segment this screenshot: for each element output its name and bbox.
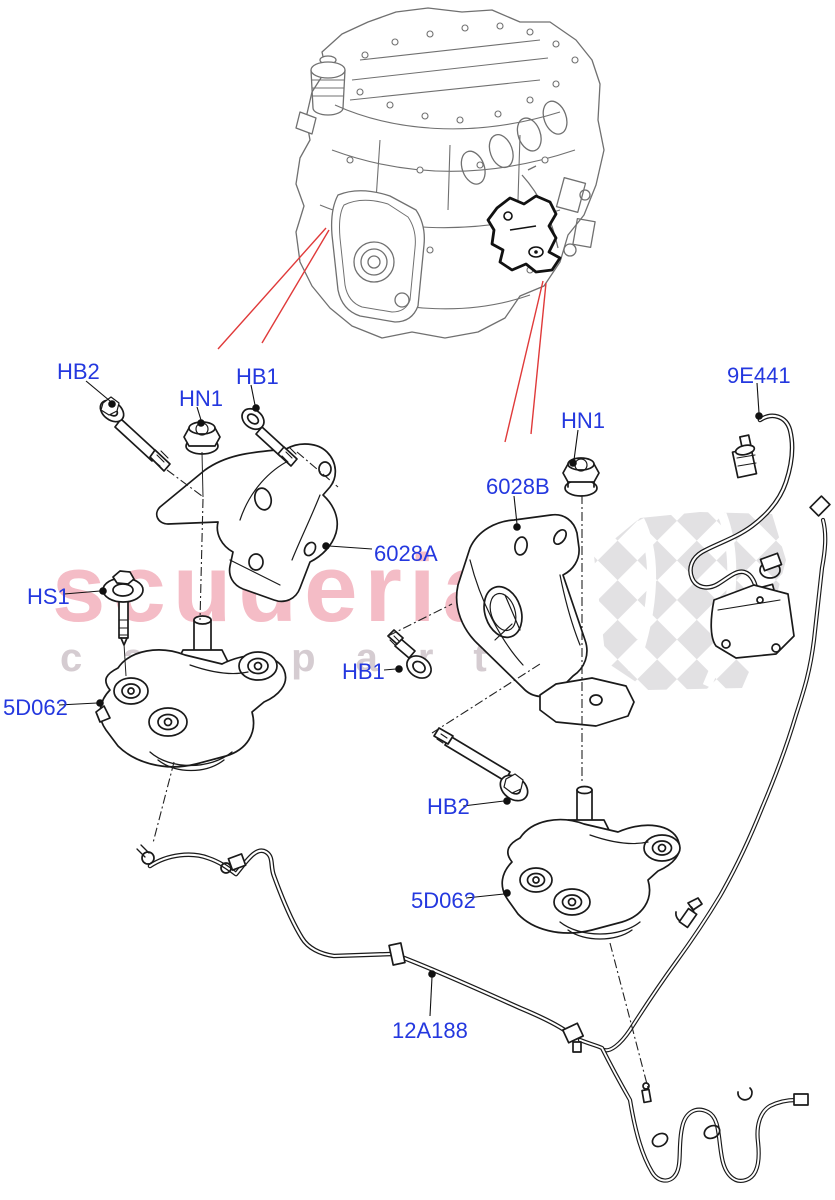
bolt-hb1-middle: [387, 629, 432, 679]
part-label-hb1-middle: HB1: [342, 659, 385, 684]
engine-illustration: [295, 7, 605, 339]
part-label-5d062-left: 5D062: [3, 695, 68, 720]
red-pointer-lines: [217, 227, 547, 443]
hose-9e441: [688, 413, 795, 659]
bracket-6028a: [155, 443, 339, 603]
mount-5d062-left: [95, 615, 287, 772]
part-label-hb2-top-left: HB2: [57, 359, 100, 384]
oil-filter-icon: [295, 55, 346, 135]
screw-hs1: [102, 570, 144, 646]
bolt-hb2-top-left: [99, 396, 171, 472]
part-label-hn1-right: HN1: [561, 408, 606, 433]
bolt-hb2-right: [433, 727, 529, 802]
pipe-12a188: [136, 495, 831, 1183]
nut-hn1-left: [183, 421, 221, 455]
mount-5d062-right: [501, 785, 703, 940]
leader-dots: [96, 400, 763, 978]
bracket-6028b: [455, 513, 635, 727]
bolt-hb1-top-left: [241, 407, 298, 467]
label-leader-lines: [58, 380, 760, 1017]
nut-hn1-right: [562, 457, 600, 497]
part-label-5d062-right: 5D062: [411, 888, 476, 913]
part-label-hn1-top-left: HN1: [179, 386, 224, 411]
part-label-9e441: 9E441: [727, 363, 791, 388]
part-label-6028b: 6028B: [486, 474, 550, 499]
engine-bracket-highlight: [486, 194, 562, 274]
thin-connector-lines: [123, 451, 204, 677]
timing-cover-icon: [330, 190, 425, 323]
assembly-centerlines: [152, 451, 649, 1089]
part-label-hb1-top-left: HB1: [236, 364, 279, 389]
part-label-hb2-right: HB2: [427, 794, 470, 819]
part-label-6028a: 6028A: [374, 541, 438, 566]
part-label-12a188: 12A188: [392, 1018, 468, 1043]
part-label-hs1: HS1: [27, 584, 70, 609]
